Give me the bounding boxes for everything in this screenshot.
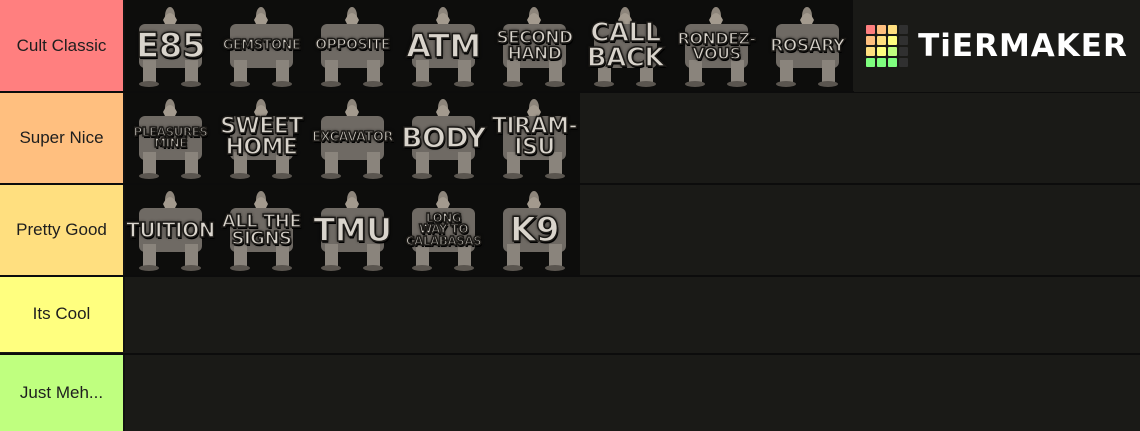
tier-item-card[interactable]: BODY bbox=[398, 92, 489, 184]
tier-item-label: ROSARY bbox=[770, 35, 846, 56]
sign-post-icon bbox=[139, 7, 202, 87]
tier-item-label: EXCAVATOR bbox=[311, 129, 394, 145]
tier-item-card[interactable]: RONDEZ- VOUS bbox=[671, 0, 762, 92]
logo-square-icon bbox=[866, 36, 876, 45]
tier-item-card[interactable]: SECOND HAND bbox=[489, 0, 580, 92]
tiermaker-logo-text: TiERMAKER bbox=[918, 28, 1128, 64]
tier-item-label: SECOND HAND bbox=[496, 27, 574, 64]
tier-item-card[interactable]: CALL BACK bbox=[580, 0, 671, 92]
tier-label[interactable]: Cult Classic bbox=[0, 0, 125, 92]
tier-item-label: TUITION bbox=[125, 217, 216, 242]
row-divider bbox=[0, 91, 1140, 93]
tier-item-label: TMU bbox=[313, 210, 393, 249]
tier-label[interactable]: Its Cool bbox=[0, 276, 125, 352]
sign-post-icon bbox=[230, 7, 293, 87]
tier-items bbox=[125, 354, 1140, 431]
logo-square-icon bbox=[866, 47, 876, 56]
tier-item-label: LONG WAY TO CALABASAS bbox=[405, 210, 483, 248]
logo-square-icon bbox=[888, 47, 898, 56]
tier-label[interactable]: Just Meh... bbox=[0, 354, 125, 431]
logo-square-icon bbox=[877, 25, 887, 34]
logo-square-icon bbox=[877, 47, 887, 56]
logo-square-icon bbox=[888, 58, 898, 67]
logo-square-icon bbox=[899, 47, 909, 56]
sign-post-icon bbox=[139, 191, 202, 271]
tier-item-card[interactable]: SWEET HOME bbox=[216, 92, 307, 184]
sign-post-icon bbox=[412, 7, 475, 87]
sign-post-icon bbox=[230, 191, 293, 271]
row-divider bbox=[0, 183, 1140, 185]
tier-item-label: OPPOSITE bbox=[314, 37, 391, 54]
tier-item-label: BODY bbox=[400, 120, 487, 154]
tier-item-label: TIRAM- ISU bbox=[491, 114, 578, 160]
tier-item-card[interactable]: LONG WAY TO CALABASAS bbox=[398, 184, 489, 276]
tier-item-card[interactable]: EXCAVATOR bbox=[307, 92, 398, 184]
tier-item-label: PLEASURES MINE bbox=[133, 124, 209, 150]
tiermaker-logo: TiERMAKER bbox=[854, 0, 1140, 92]
logo-square-icon bbox=[888, 36, 898, 45]
tier-item-label: CALL BACK bbox=[586, 18, 665, 73]
logo-square-icon bbox=[899, 58, 909, 67]
tier-item-card[interactable]: TIRAM- ISU bbox=[489, 92, 580, 184]
sign-post-icon bbox=[412, 191, 475, 271]
tier-row: Just Meh... bbox=[0, 354, 1140, 431]
tier-item-label: ATM bbox=[406, 26, 482, 65]
tier-item-card[interactable]: TUITION bbox=[125, 184, 216, 276]
tier-item-label: RONDEZ- VOUS bbox=[677, 28, 757, 63]
tier-item-card[interactable]: OPPOSITE bbox=[307, 0, 398, 92]
tier-item-card[interactable]: ROSARY bbox=[762, 0, 853, 92]
sign-post-icon bbox=[503, 191, 566, 271]
sign-post-icon bbox=[503, 7, 566, 87]
sign-post-icon bbox=[230, 99, 293, 179]
logo-square-icon bbox=[888, 25, 898, 34]
sign-post-icon bbox=[139, 99, 202, 179]
tier-item-card[interactable]: PLEASURES MINE bbox=[125, 92, 216, 184]
tier-item-label: GEMSTONE bbox=[222, 37, 302, 53]
tier-item-card[interactable]: ALL THE SIGNS bbox=[216, 184, 307, 276]
tier-row: Its Cool bbox=[0, 276, 1140, 352]
tier-item-label: E85 bbox=[135, 25, 206, 66]
tier-label[interactable]: Pretty Good bbox=[0, 184, 125, 276]
tier-item-label: SWEET HOME bbox=[219, 114, 304, 160]
tier-items: E85 GEMSTONE OPPOSITE ATM SECOND HAND CALL BA… bbox=[125, 0, 1140, 92]
sign-post-icon bbox=[321, 191, 384, 271]
sign-post-icon bbox=[685, 7, 748, 87]
logo-square-icon bbox=[899, 36, 909, 45]
sign-post-icon bbox=[321, 7, 384, 87]
sign-post-icon bbox=[503, 99, 566, 179]
row-divider bbox=[0, 275, 1140, 277]
logo-square-icon bbox=[877, 36, 887, 45]
tier-label[interactable]: Super Nice bbox=[0, 92, 125, 184]
tier-item-card[interactable]: ATM bbox=[398, 0, 489, 92]
tiermaker-logo-grid-icon bbox=[866, 25, 909, 67]
logo-square-icon bbox=[866, 58, 876, 67]
tier-item-card[interactable]: E85 bbox=[125, 0, 216, 92]
sign-post-icon bbox=[594, 7, 657, 87]
logo-square-icon bbox=[866, 25, 876, 34]
tier-items bbox=[125, 276, 1140, 352]
tier-item-label: ALL THE SIGNS bbox=[221, 210, 302, 249]
sign-post-icon bbox=[321, 99, 384, 179]
tier-item-label: K9 bbox=[509, 209, 560, 250]
logo-square-icon bbox=[899, 25, 909, 34]
tier-item-card[interactable]: TMU bbox=[307, 184, 398, 276]
tier-item-card[interactable]: GEMSTONE bbox=[216, 0, 307, 92]
logo-square-icon bbox=[877, 58, 887, 67]
row-divider bbox=[0, 353, 1140, 355]
sign-post-icon bbox=[412, 99, 475, 179]
tier-row: Super Nice PLEASURES MINE SWEET HOME EXCAVA… bbox=[0, 92, 1140, 184]
sign-post-icon bbox=[776, 7, 839, 87]
tier-item-card[interactable]: K9 bbox=[489, 184, 580, 276]
